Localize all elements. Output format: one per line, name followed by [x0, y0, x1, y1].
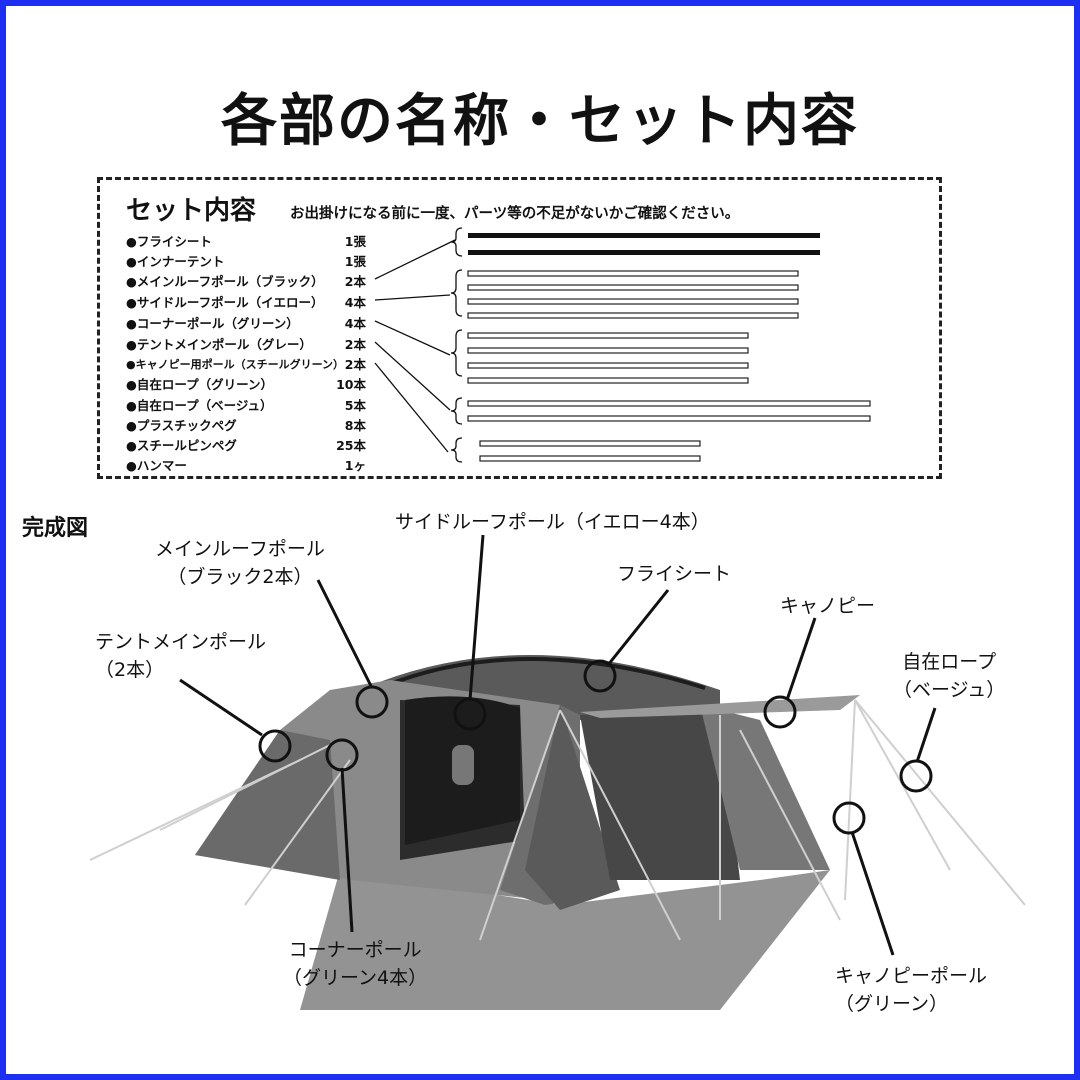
corner-pole [467, 332, 749, 339]
item-name: ●ハンマー [126, 458, 187, 473]
tent-illustration [89, 534, 1026, 1010]
list-item: ●プラスチックペグ 8本 [126, 416, 366, 436]
diagram-heading: 完成図 [22, 516, 89, 541]
item-name: ●キャノピー用ポール（スチールグリーン） [126, 358, 345, 371]
list-item: ●フライシート 1張 [126, 232, 366, 252]
label-rope-beige: 自在ロープ （ベージュ） [893, 648, 1005, 704]
item-qty: 4本 [344, 316, 366, 331]
set-contents-heading: セット内容 [126, 196, 257, 226]
item-name: ●プラスチックペグ [126, 418, 237, 433]
set-contents-note: お出掛けになる前に一度、パーツ等の不足がないかご確認ください。 [290, 206, 740, 222]
item-qty: 1ヶ [344, 458, 366, 473]
label-canopy-pole: キャノピーポール （グリーン） [835, 962, 987, 1018]
tent-main-pole [467, 415, 871, 422]
canopy-pole [479, 440, 701, 447]
list-item: ●スチールピンペグ 25本 [126, 436, 366, 456]
page-title: 各部の名称・セット内容 [221, 89, 859, 154]
list-item: ●コーナーポール（グリーン） 4本 [126, 314, 366, 334]
main-roof-pole [468, 233, 820, 238]
label-side-roof-pole: サイドルーフポール（イエロー4本） [395, 511, 710, 533]
side-roof-pole [467, 284, 799, 291]
item-name: ●スチールピンペグ [126, 438, 237, 453]
item-name: ●フライシート [126, 234, 212, 249]
label-line: テントメインポール [95, 631, 267, 653]
item-name: ●コーナーポール（グリーン） [126, 316, 299, 331]
item-qty: 1張 [344, 254, 366, 269]
label-line: （グリーン） [835, 993, 949, 1015]
list-item: ●サイドルーフポール（イエロー） 4本 [126, 293, 366, 313]
label-canopy: キャノピー [780, 595, 876, 617]
item-name: ●テントメインポール（グレー） [126, 337, 312, 352]
label-corner-pole: コーナーポール （グリーン4本） [283, 936, 427, 992]
item-qty: 2本 [344, 357, 366, 372]
label-line: キャノピーポール [835, 965, 988, 987]
side-roof-pole [467, 298, 799, 305]
list-item: ●ハンマー 1ヶ [126, 456, 366, 476]
item-qty: 25本 [336, 438, 366, 453]
item-name: ●サイドルーフポール（イエロー） [126, 295, 324, 310]
label-tent-main-pole: テントメインポール （2本） [95, 628, 266, 684]
main-roof-pole [468, 250, 820, 255]
side-roof-pole [467, 270, 799, 277]
list-item: ●インナーテント 1張 [126, 252, 366, 272]
label-fly-sheet: フライシート [617, 563, 732, 585]
corner-pole [467, 347, 749, 354]
item-qty: 2本 [344, 274, 366, 289]
item-qty: 2本 [344, 337, 366, 352]
label-line: 自在ロープ [902, 651, 997, 673]
item-qty: 5本 [344, 398, 366, 413]
corner-pole [467, 377, 749, 384]
item-name: ●メインルーフポール（ブラック） [126, 274, 324, 289]
side-roof-pole [467, 312, 799, 319]
label-line: （グリーン4本） [283, 967, 428, 989]
label-line: コーナーポール [288, 939, 422, 961]
label-main-roof-pole: メインルーフポール （ブラック2本） [155, 535, 325, 591]
list-item: ●自在ロープ（グリーン） 10本 [126, 375, 366, 395]
list-item: ●メインルーフポール（ブラック） 2本 [126, 272, 366, 292]
list-item: ●キャノピー用ポール（スチールグリーン）2本 [126, 355, 366, 375]
item-qty: 10本 [336, 377, 366, 392]
label-line: （2本） [95, 659, 165, 681]
canopy-pole [479, 455, 701, 462]
list-item: ●自在ロープ（ベージュ） 5本 [126, 396, 366, 416]
item-name: ●インナーテント [126, 254, 225, 269]
item-qty: 8本 [344, 418, 366, 433]
item-qty: 1張 [344, 234, 366, 249]
corner-pole [467, 362, 749, 369]
item-qty: 4本 [344, 295, 366, 310]
label-line: メインルーフポール [155, 538, 325, 560]
list-item: ●テントメインポール（グレー） 2本 [126, 335, 366, 355]
item-name: ●自在ロープ（グリーン） [126, 377, 274, 392]
pole-illustration [374, 227, 871, 463]
item-name: ●自在ロープ（ベージュ） [126, 398, 273, 413]
label-line: （ブラック2本） [167, 566, 313, 588]
label-line: （ベージュ） [893, 679, 1006, 701]
set-contents-box: セット内容 お出掛けになる前に一度、パーツ等の不足がないかご確認ください。 ●フ… [97, 177, 942, 479]
tent-main-pole [467, 400, 871, 407]
